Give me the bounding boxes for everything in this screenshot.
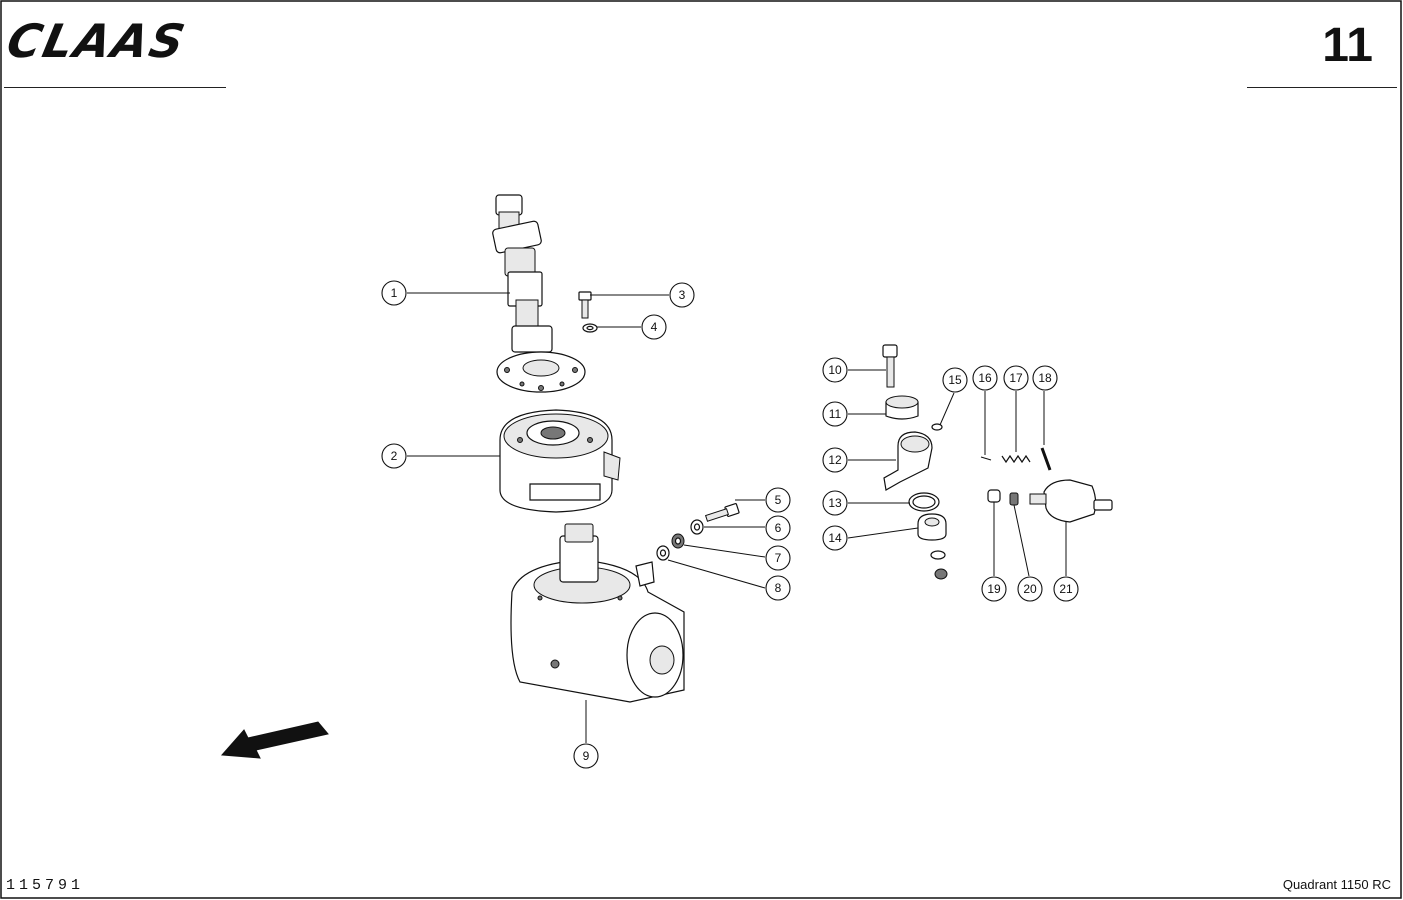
leader-lines: [407, 292, 1067, 743]
svg-text:13: 13: [828, 496, 842, 510]
svg-text:1: 1: [391, 286, 398, 300]
svg-text:8: 8: [775, 581, 782, 595]
svg-text:10: 10: [828, 363, 842, 377]
svg-text:4: 4: [651, 320, 658, 334]
callout-13: 13: [822, 490, 848, 516]
callout-18: 18: [1032, 365, 1058, 391]
svg-text:19: 19: [987, 582, 1001, 596]
part-roller-14: [917, 513, 948, 580]
svg-text:16: 16: [978, 371, 992, 385]
svg-text:11: 11: [829, 407, 842, 421]
header-rule-right: [1247, 87, 1397, 88]
callout-20: 20: [1017, 576, 1043, 602]
svg-text:14: 14: [828, 531, 842, 545]
svg-text:20: 20: [1023, 582, 1037, 596]
part-gearbox: [510, 523, 685, 703]
callout-1: 1: [381, 280, 407, 306]
part-washer-7: [671, 533, 685, 549]
svg-text:9: 9: [583, 749, 590, 763]
part-washer-8: [656, 545, 670, 561]
part-pin-16: [980, 456, 992, 461]
header-rule-left: [4, 87, 226, 88]
part-clutch-housing: [499, 409, 621, 513]
callout-3: 3: [669, 282, 695, 308]
part-bolt-3: [578, 291, 592, 319]
callout-6: 6: [765, 515, 791, 541]
callout-2: 2: [381, 443, 407, 469]
part-spring-17: [1001, 454, 1031, 464]
part-bolt-5: [704, 503, 740, 522]
svg-text:6: 6: [775, 521, 782, 535]
model-name: Quadrant 1150 RC: [1282, 877, 1391, 892]
svg-text:21: 21: [1059, 582, 1073, 596]
part-washer-4: [582, 323, 598, 333]
svg-text:15: 15: [948, 373, 962, 387]
callout-19: 19: [981, 576, 1007, 602]
svg-text:18: 18: [1038, 371, 1052, 385]
svg-text:3: 3: [679, 288, 686, 302]
callout-17: 17: [1003, 365, 1029, 391]
callout-9: 9: [573, 743, 599, 769]
svg-text:7: 7: [775, 551, 782, 565]
callout-7: 7: [765, 545, 791, 571]
part-washer-6: [690, 519, 704, 535]
part-pin-15: [931, 423, 943, 431]
callout-4: 4: [641, 314, 667, 340]
part-universal-joint-shaft: [492, 194, 586, 393]
callout-15: 15: [942, 367, 968, 393]
part-switch-21: [1029, 479, 1113, 523]
svg-text:17: 17: [1009, 371, 1023, 385]
part-lever-12: [883, 431, 933, 491]
part-ring-13: [908, 492, 940, 512]
direction-arrow-icon: [220, 721, 329, 759]
part-bolt-10: [882, 344, 898, 388]
callout-10: 10: [822, 357, 848, 383]
part-cap-19: [987, 489, 1001, 503]
callout-16: 16: [972, 365, 998, 391]
page-number: 11: [1322, 19, 1373, 72]
part-bushing-11: [885, 395, 919, 420]
drawing-number: 115791: [6, 877, 85, 894]
callout-12: 12: [822, 447, 848, 473]
callout-21: 21: [1053, 576, 1079, 602]
callout-5: 5: [765, 487, 791, 513]
part-pin-18: [1040, 447, 1052, 471]
callout-11: 11: [822, 401, 848, 427]
callout-8: 8: [765, 575, 791, 601]
callout-14: 14: [822, 525, 848, 551]
part-nut-20: [1009, 492, 1019, 506]
svg-text:5: 5: [775, 493, 782, 507]
svg-text:12: 12: [828, 453, 842, 467]
svg-text:2: 2: [391, 449, 398, 463]
